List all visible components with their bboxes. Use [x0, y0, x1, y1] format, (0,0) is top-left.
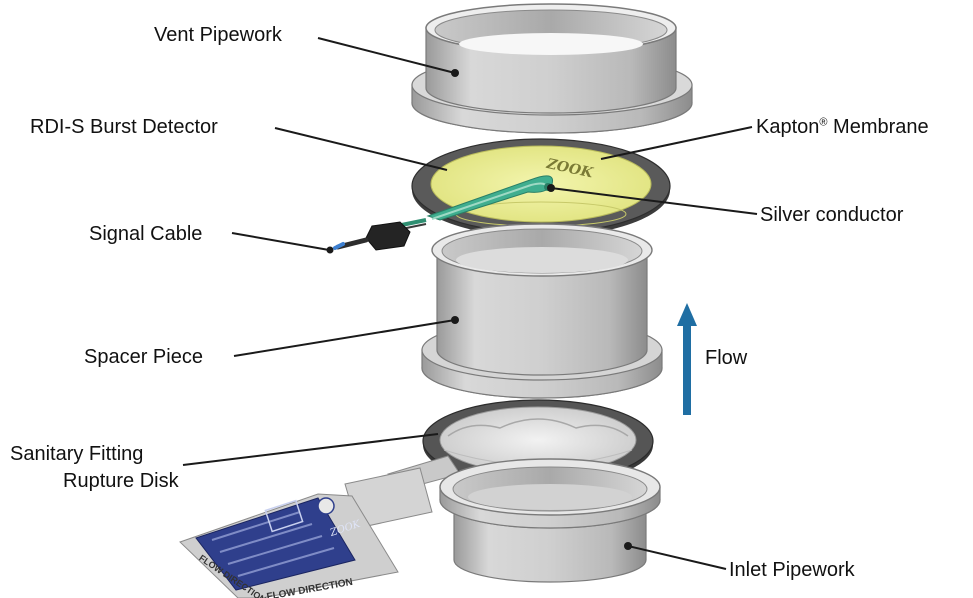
spacer-piece	[421, 223, 663, 399]
label-rupture-disk: Rupture Disk	[63, 470, 179, 492]
label-kapton-suffix: Membrane	[827, 116, 929, 138]
vent-pipework	[411, 3, 693, 134]
label-sanitary-fitting: Sanitary Fitting	[10, 443, 144, 465]
leader-signal-cable	[231, 232, 330, 251]
label-kapton-membrane: Kapton® Membrane	[756, 115, 929, 139]
leader-dot-spacer	[451, 316, 459, 324]
leader-vent-pipework	[317, 37, 456, 74]
leader-rupture-disk	[182, 433, 439, 466]
flow-arrow	[677, 303, 697, 415]
leader-dot-silver	[547, 184, 555, 192]
label-rdi-s-burst-detector: RDI-S Burst Detector	[30, 116, 218, 138]
label-vent-pipework: Vent Pipework	[154, 24, 282, 46]
label-signal-cable: Signal Cable	[89, 223, 203, 245]
signal-cable-connector	[333, 221, 411, 251]
registered-mark: ®	[819, 116, 828, 129]
rdi-s-burst-detector: ZOOK	[381, 138, 671, 237]
rupture-disk-tag: ZOOK FLOW DIRECTION FLOW DIRECTION	[179, 455, 461, 598]
leader-dot-vent	[451, 69, 459, 77]
leader-spacer-piece	[233, 319, 456, 357]
label-flow: Flow	[705, 347, 748, 369]
leader-inlet-pipework	[627, 545, 727, 570]
leader-silver-conductor	[550, 187, 758, 215]
label-kapton-prefix: Kapton	[756, 116, 820, 138]
leader-kapton-membrane	[600, 126, 753, 160]
label-silver-conductor: Silver conductor	[760, 204, 904, 226]
label-inlet-pipework: Inlet Pipework	[729, 559, 855, 581]
leader-lines	[182, 37, 758, 570]
label-spacer-piece: Spacer Piece	[84, 346, 203, 368]
leader-dot-inlet	[624, 542, 632, 550]
inlet-pipework	[439, 458, 661, 583]
leader-dot-signal	[326, 246, 334, 254]
leader-rdi-detector	[274, 127, 448, 171]
